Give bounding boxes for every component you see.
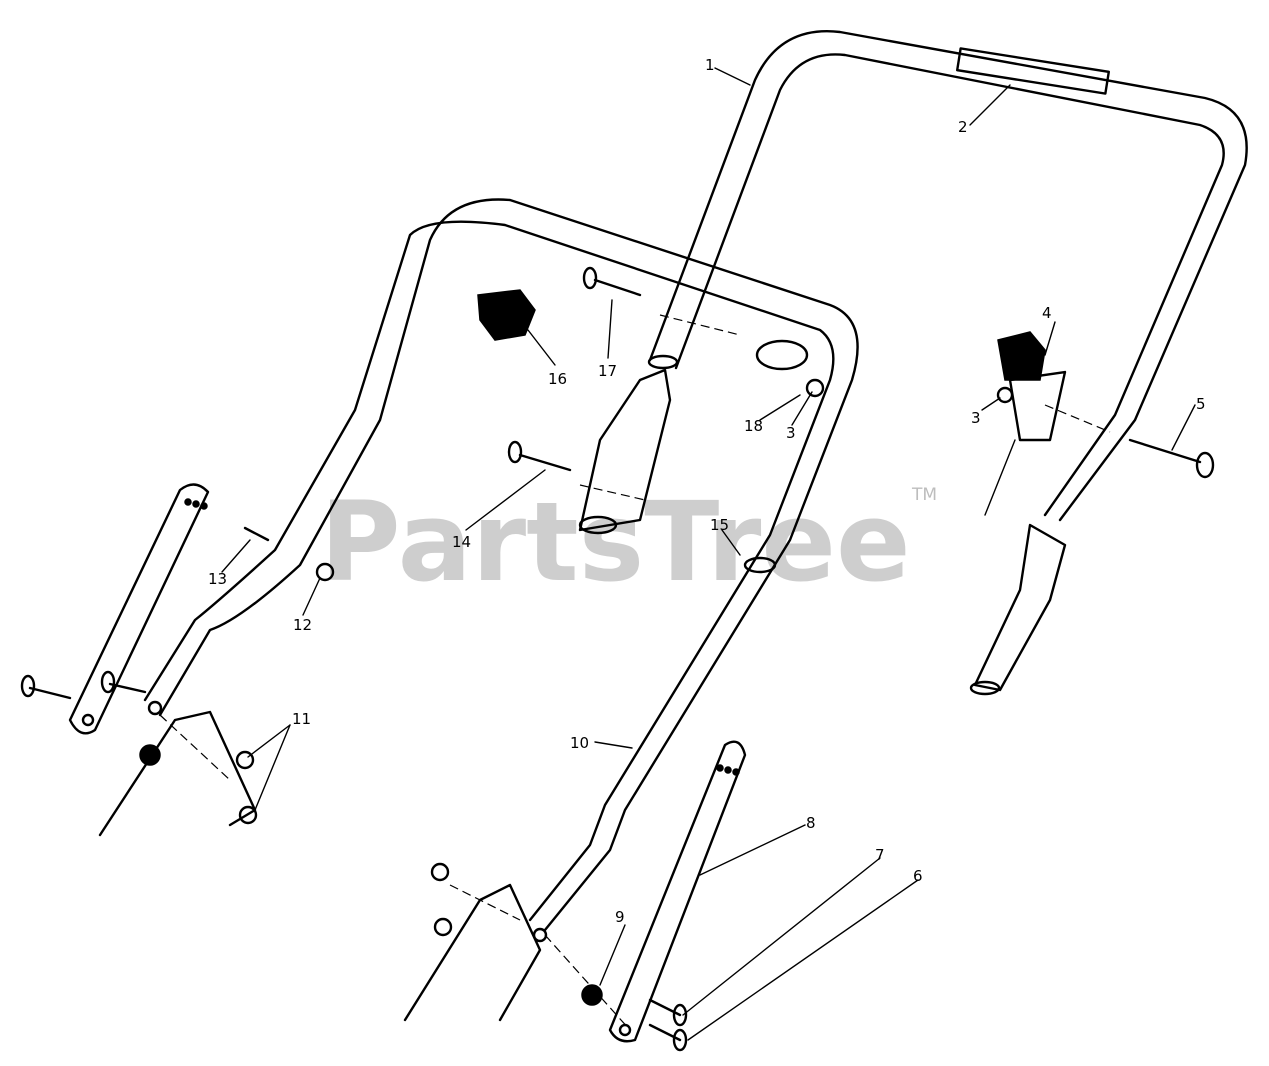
callout-2: 2 [958, 118, 968, 136]
callout-12: 12 [293, 616, 312, 634]
callout-15: 15 [710, 516, 729, 534]
callout-8: 8 [806, 814, 816, 832]
leader-lines [221, 67, 1196, 1041]
callout-9: 9 [615, 908, 625, 926]
hardware [20, 266, 1215, 1052]
callout-5: 5 [1196, 395, 1206, 413]
callout-1: 1 [705, 56, 715, 74]
upper-handle [647, 30, 1248, 522]
callout-13: 13 [208, 570, 227, 588]
callout-labels: 1 2 3 3 4 5 6 7 8 9 10 11 12 13 14 15 16… [208, 56, 1206, 926]
center-tube [578, 368, 672, 535]
callout-4: 4 [1042, 304, 1052, 322]
assembly-lines [159, 314, 1111, 1031]
callout-18: 18 [744, 417, 763, 435]
left-bracket-arm [68, 483, 210, 735]
callout-7: 7 [875, 846, 885, 864]
control-switch [984, 331, 1067, 516]
right-bracket-arm [608, 740, 747, 1043]
callout-3a: 3 [786, 424, 796, 442]
watermark-trademark: TM [911, 485, 937, 505]
callout-14: 14 [452, 533, 471, 551]
callout-6: 6 [913, 867, 923, 885]
callout-16: 16 [548, 370, 567, 388]
watermark-brand: PartsTree [320, 478, 911, 606]
callout-3b: 3 [971, 409, 981, 427]
callout-17: 17 [598, 362, 617, 380]
deck-fragments [98, 710, 542, 1022]
right-lower-tube [969, 523, 1067, 696]
callout-10: 10 [570, 734, 589, 752]
lower-handle [143, 198, 859, 943]
callout-11: 11 [292, 710, 311, 728]
